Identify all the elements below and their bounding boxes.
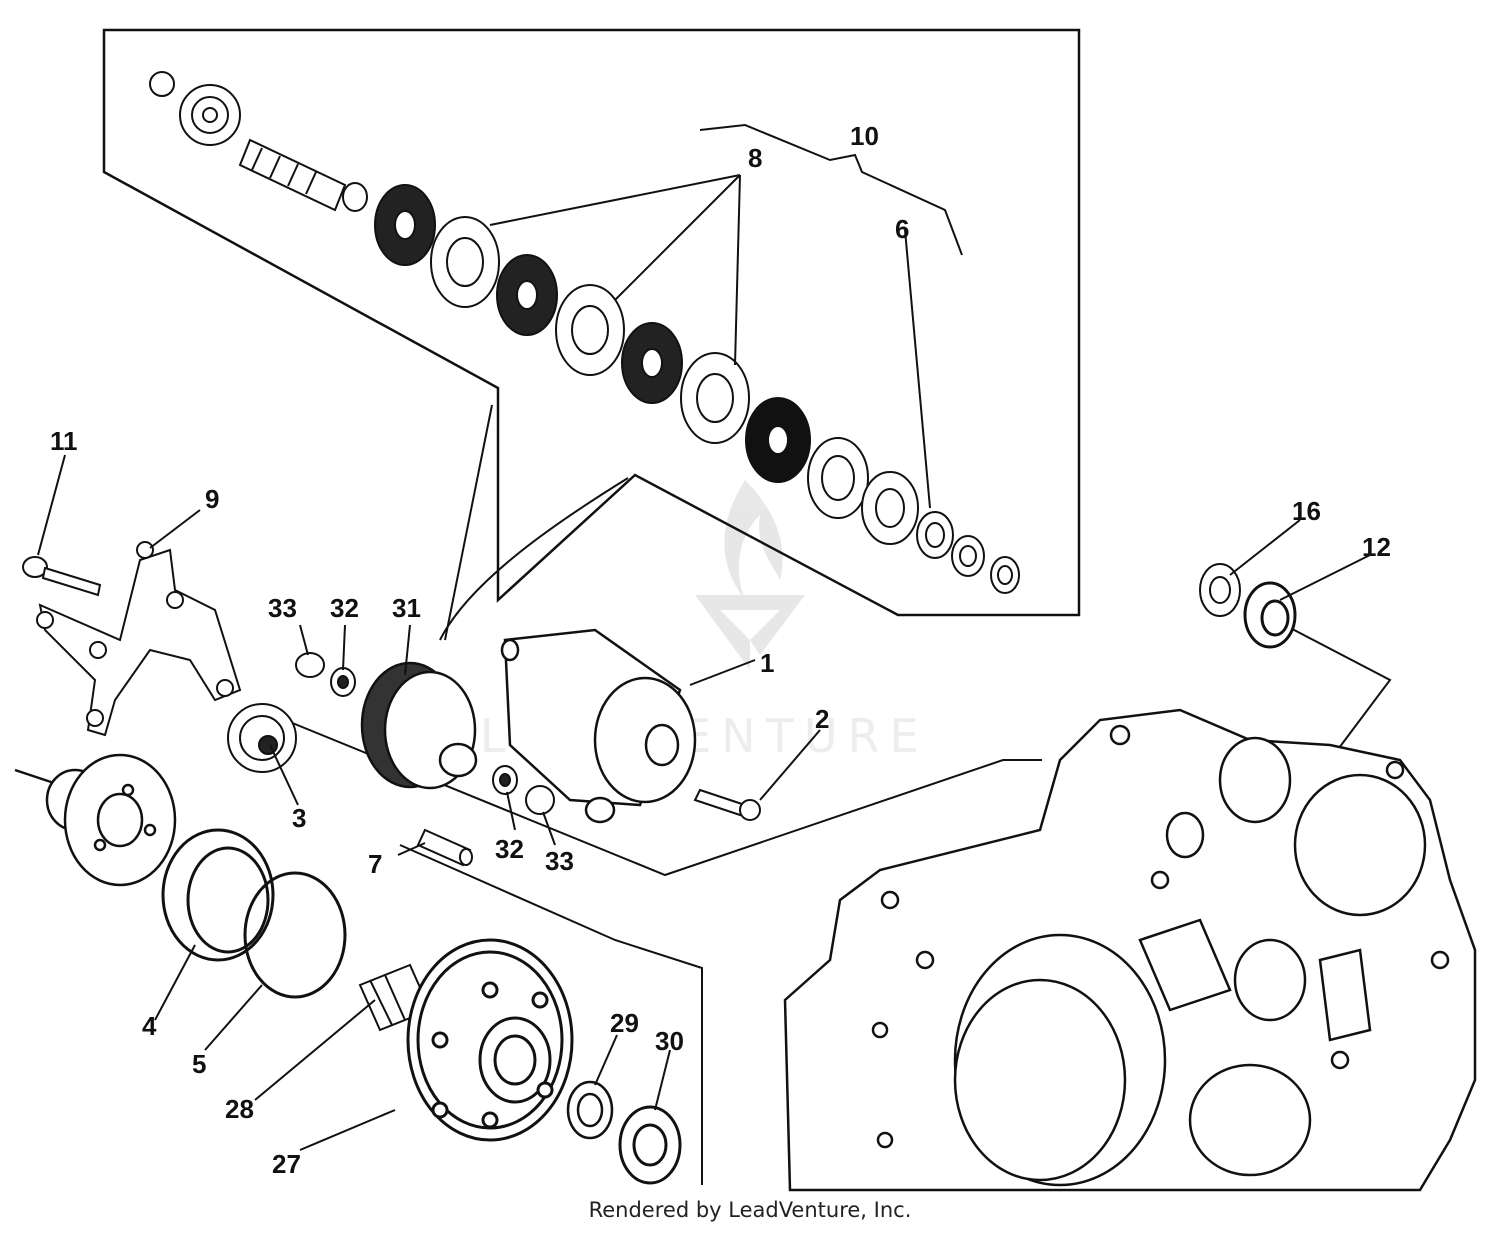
callout-4: 4 xyxy=(142,1011,157,1041)
callout-32-lower: 32 xyxy=(495,834,524,864)
bearing-part-12 xyxy=(1243,581,1297,649)
clutch-plates xyxy=(374,184,1020,594)
pin-part-7 xyxy=(416,828,473,867)
callout-27: 27 xyxy=(272,1149,301,1179)
explosion-frame-2 xyxy=(399,844,703,1185)
bracket-part-9 xyxy=(36,541,242,737)
connector-12 xyxy=(1274,619,1392,761)
washer-part-29 xyxy=(566,1080,614,1140)
callout-30: 30 xyxy=(655,1026,684,1056)
callout-7: 7 xyxy=(368,849,382,879)
callout-16: 16 xyxy=(1292,496,1321,526)
lower-leaders xyxy=(37,404,1371,1151)
callout-9: 9 xyxy=(205,484,219,514)
driven-gear-part-27 xyxy=(406,938,574,1142)
rendered-by-footer: Rendered by LeadVenture, Inc. xyxy=(588,1198,912,1222)
starter-clutch-shaft xyxy=(149,71,368,212)
starter-clutch-part-31 xyxy=(360,661,478,790)
callout-6: 6 xyxy=(895,214,909,244)
seal-part-16 xyxy=(1199,563,1241,617)
ring-part-5 xyxy=(243,871,347,999)
callout-2: 2 xyxy=(815,704,829,734)
callout-8: 8 xyxy=(748,143,762,173)
bearing-part-30 xyxy=(618,1105,682,1185)
callout-1: 1 xyxy=(760,648,774,678)
idle-gear-part-3 xyxy=(227,703,297,773)
callout-12: 12 xyxy=(1362,532,1391,562)
callout-28: 28 xyxy=(225,1094,254,1124)
callout-5: 5 xyxy=(192,1049,206,1079)
callout-31: 31 xyxy=(392,593,421,623)
screw-part-2 xyxy=(693,788,761,821)
inset-leaders xyxy=(489,123,963,509)
callout-10: 10 xyxy=(850,121,879,151)
callout-32-upper: 32 xyxy=(330,593,359,623)
inset-frame xyxy=(102,28,1081,617)
callout-3: 3 xyxy=(292,803,306,833)
explosion-frame xyxy=(284,719,1042,877)
callout-33-lower: 33 xyxy=(545,846,574,876)
bolt-part-11 xyxy=(22,556,102,597)
callout-33-upper: 33 xyxy=(268,593,297,623)
callout-11: 11 xyxy=(50,426,78,456)
crankcase xyxy=(783,708,1477,1192)
flywheel-hub xyxy=(14,753,177,887)
callout-29: 29 xyxy=(610,1008,639,1038)
starter-motor-part-1 xyxy=(500,628,697,824)
